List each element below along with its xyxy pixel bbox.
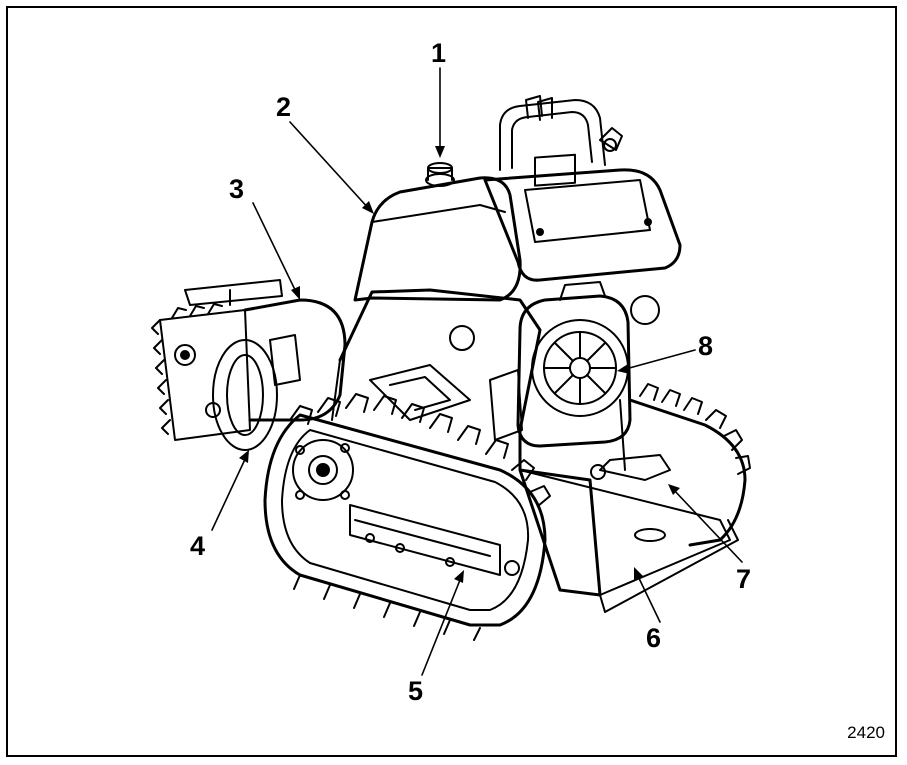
engine xyxy=(449,281,660,448)
fuel-tank xyxy=(353,162,522,302)
leader-lines xyxy=(211,67,743,676)
callout-2: 2 xyxy=(276,92,292,122)
right-track xyxy=(628,383,751,547)
chassis xyxy=(331,288,739,613)
left-track xyxy=(263,393,551,641)
callout-8: 8 xyxy=(698,331,714,361)
leader-arrowheads xyxy=(239,146,680,583)
callout-1: 1 xyxy=(431,38,447,68)
callout-4: 4 xyxy=(190,531,206,561)
callout-6: 6 xyxy=(646,623,662,653)
figure-border xyxy=(6,6,897,757)
figure-number: 2420 xyxy=(847,723,885,742)
control-console xyxy=(483,95,682,282)
callout-5: 5 xyxy=(408,676,424,706)
callout-7: 7 xyxy=(736,564,752,594)
callout-3: 3 xyxy=(229,174,245,204)
foot-pedal xyxy=(590,399,671,481)
trencher-boom xyxy=(151,279,347,451)
